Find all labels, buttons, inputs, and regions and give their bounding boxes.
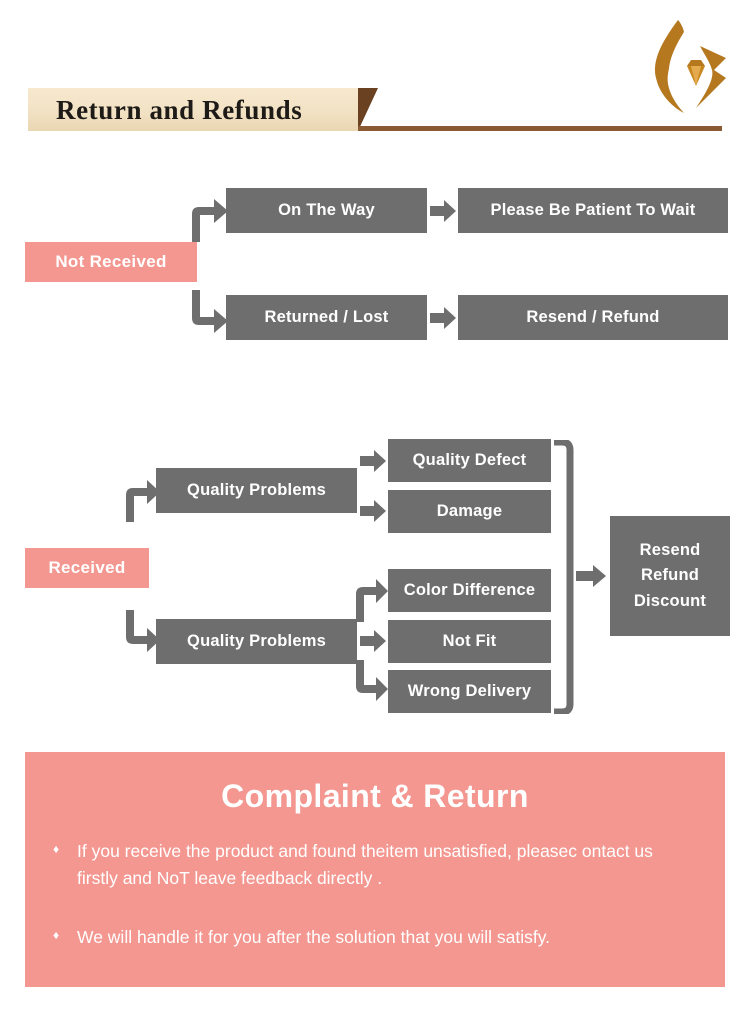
- flow-box-not-fit[interactable]: Not Fit: [388, 620, 551, 663]
- arrow-right-icon: [360, 630, 386, 652]
- title-underline-rule: [358, 126, 722, 131]
- flow-box-color-difference[interactable]: Color Difference: [388, 569, 551, 612]
- list-item: ♦ If you receive the product and found t…: [53, 838, 693, 892]
- complaint-bullet-text: If you receive the product and found the…: [77, 841, 653, 889]
- diamond-bullet-icon: ♦: [53, 842, 60, 856]
- outcome-line-1: Resend: [639, 540, 701, 559]
- complaint-panel: Complaint & Return ♦ If you receive the …: [25, 752, 725, 987]
- arrow-right-icon: [430, 200, 456, 222]
- elbow-arrow-up-icon: [356, 579, 388, 622]
- flow-box-damage[interactable]: Damage: [388, 490, 551, 533]
- elbow-arrow-down-icon: [192, 290, 228, 333]
- merge-bracket-icon: [554, 440, 574, 714]
- flow-start-received[interactable]: Received: [25, 548, 149, 588]
- arrow-right-icon: [576, 565, 606, 587]
- flame-diamond-logo-icon: [654, 20, 726, 113]
- flow-box-on-the-way[interactable]: On The Way: [226, 188, 427, 233]
- diamond-bullet-icon: ♦: [53, 928, 60, 942]
- complaint-bullet-text: We will handle it for you after the solu…: [77, 927, 551, 947]
- flow-box-wrong-delivery[interactable]: Wrong Delivery: [388, 670, 551, 713]
- elbow-arrow-up-icon: [192, 199, 228, 242]
- outcome-line-2: Refund: [640, 566, 700, 585]
- elbow-arrow-down-icon: [126, 610, 160, 652]
- flow-box-outcome-resend-refund-discount[interactable]: Resend Refund Discount: [610, 516, 730, 636]
- flow-box-quality-defect[interactable]: Quality Defect: [388, 439, 551, 482]
- flow-box-returned-lost[interactable]: Returned / Lost: [226, 295, 427, 340]
- arrow-right-icon: [430, 307, 456, 329]
- flow-box-resend-refund[interactable]: Resend / Refund: [458, 295, 728, 340]
- arrow-right-icon: [360, 500, 386, 522]
- complaint-title: Complaint & Return: [221, 778, 529, 814]
- title-ribbon-tail-icon: [358, 88, 378, 131]
- page-title: Return and Refunds: [56, 95, 303, 125]
- flow-box-please-be-patient[interactable]: Please Be Patient To Wait: [458, 188, 728, 233]
- outcome-line-3: Discount: [633, 591, 707, 610]
- page-header: Return and Refunds: [0, 0, 750, 140]
- elbow-arrow-up-icon: [126, 480, 160, 522]
- flow-start-not-received[interactable]: Not Received: [25, 242, 197, 282]
- list-item: ♦ We will handle it for you after the so…: [53, 924, 693, 951]
- elbow-arrow-down-icon: [356, 660, 388, 701]
- flow-box-quality-problems-2[interactable]: Quality Problems: [156, 619, 357, 664]
- flow-box-quality-problems-1[interactable]: Quality Problems: [156, 468, 357, 513]
- arrow-right-icon: [360, 450, 386, 472]
- title-ribbon: [28, 88, 358, 131]
